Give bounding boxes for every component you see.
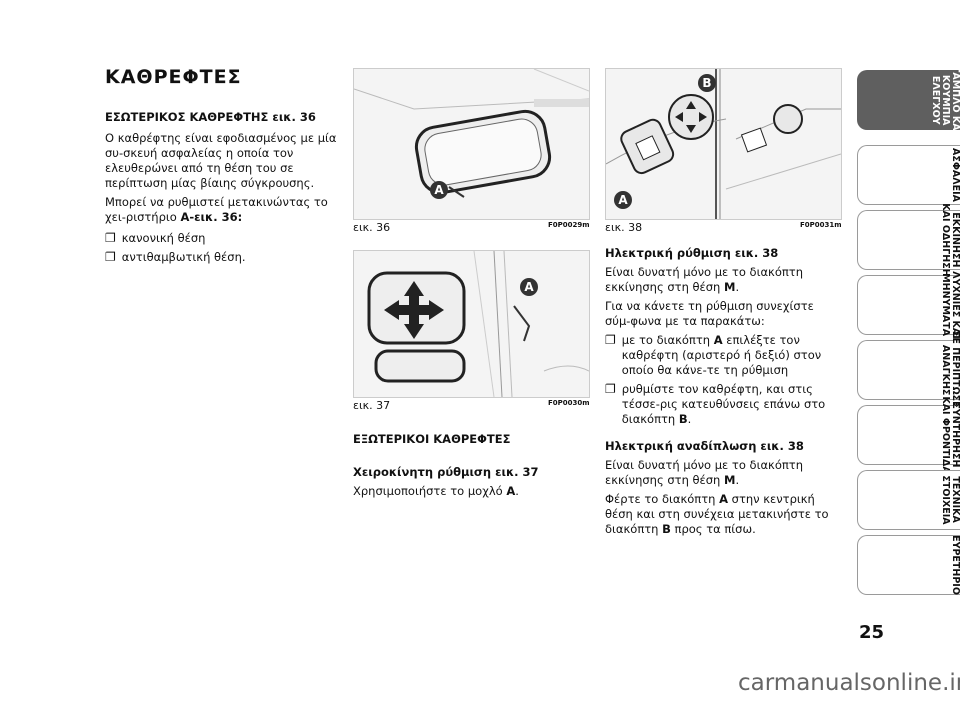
figure-38-caption: εικ. 38	[605, 221, 643, 234]
interior-paragraph-1: Ο καθρέφτης είναι εφοδιασμένος με μία συ…	[105, 131, 337, 190]
figure-36-code: F0P0029m	[548, 221, 590, 229]
label-a-badge: A	[430, 181, 448, 199]
tab-starting-driving[interactable]: ΕΚΚΙΝΗΣΗ ΚΑΙ ΟΔΗΓΗΣΗ	[857, 203, 960, 277]
electric-heading: Ηλεκτρική ρύθμιση εικ. 38	[605, 246, 779, 260]
label-b-badge: B	[698, 74, 716, 92]
tab-index[interactable]: ΕΥΡΕΤΗΡΙΟ	[857, 535, 960, 595]
figure-37-caption: εικ. 37	[353, 399, 391, 412]
tab-maintenance[interactable]: ΣΥΝΤΗΡΗΣΗ ΚΑΙ ΦΡΟΝΤΙΔΑ	[857, 396, 960, 474]
footer-watermark: carmanualsonline.info	[738, 670, 960, 696]
bullet-item: ❐αντιθαμβωτική θέση.	[105, 250, 246, 264]
figure-36-illustration	[353, 68, 590, 219]
tab-dashboard[interactable]: ΤΑΜΠΛΟ ΚΑΙ ΚΟΥΜΠΙΑ ΕΛΕΓΧΟΥ	[857, 66, 960, 134]
manual-text: Χρησιμοποιήστε το μοχλό A.	[353, 484, 519, 498]
bullet-item: ❐κανονική θέση	[105, 231, 206, 245]
fold-paragraph-2: Φέρτε το διακόπτη A στην κεντρική θέση κ…	[605, 492, 829, 536]
tab-technical-data[interactable]: ΤΕΧΝΙΚΑ ΣΤΟΙΧΕΙΑ	[857, 470, 960, 530]
electric-paragraph-1: Είναι δυνατή μόνο με το διακόπτη εκκίνησ…	[605, 265, 803, 294]
figure-36-caption: εικ. 36	[353, 221, 391, 234]
label-a-badge: A	[614, 191, 632, 209]
bullet-item: ❐ ρυθμίστε τον καθρέφτη, και στις τέσσε-…	[605, 382, 826, 426]
figure-38-illustration	[605, 69, 842, 219]
fold-paragraph-1: Είναι δυνατή μόνο με το διακόπτη εκκίνησ…	[605, 458, 803, 487]
figure-37-code: F0P0030m	[548, 399, 590, 407]
figure-36: A	[353, 68, 590, 220]
fold-heading: Ηλεκτρική αναδίπλωση εικ. 38	[605, 439, 804, 453]
page-title: ΚΑΘΡΕΦΤΕΣ	[105, 66, 242, 88]
interior-section: ΕΣΩΤΕΡΙΚΟΣ ΚΑΘΡΕΦΤΗΣ εικ. 36 Ο καθρέφτης…	[105, 110, 343, 265]
interior-heading: ΕΣΩΤΕΡΙΚΟΣ ΚΑΘΡΕΦΤΗΣ εικ. 36	[105, 110, 316, 124]
figure-37-illustration	[354, 250, 590, 398]
tab-safety[interactable]: ΑΣΦΑΛΕΙΑ	[857, 145, 960, 205]
tab-lights-messages[interactable]: ΛΥΧΝΙΕΣ ΚΑΙ ΜΗΝΥΜΑΤΑ	[857, 271, 960, 339]
figure-37: A	[353, 250, 590, 398]
figure-38: B A	[605, 68, 842, 220]
electric-section: Ηλεκτρική ρύθμιση εικ. 38 Είναι δυνατή μ…	[605, 246, 840, 537]
exterior-section: ΕΞΩΤΕΡΙΚΟΙ ΚΑΘΡΕΦΤΕΣ Χειροκίνητη ρύθμιση…	[353, 432, 588, 499]
tab-emergency[interactable]: ΣΕ ΠΕΡΙΠΤΩΣΗ ΑΝΑΓΚΗΣ	[857, 331, 960, 409]
figure-38-code: F0P0031m	[800, 221, 842, 229]
label-a-badge: A	[520, 278, 538, 296]
bullet-item: ❐ με το διακόπτη A επιλέξτε τον καθρέφτη…	[605, 333, 822, 377]
page-number: 25	[859, 622, 885, 643]
electric-paragraph-2: Για να κάνετε τη ρύθμιση συνεχίστε σύμ-φ…	[605, 299, 814, 328]
interior-paragraph-2: Μπορεί να ρυθμιστεί μετακινώντας το χει-…	[105, 195, 328, 224]
manual-heading: Χειροκίνητη ρύθμιση εικ. 37	[353, 465, 539, 479]
exterior-heading: ΕΞΩΤΕΡΙΚΟΙ ΚΑΘΡΕΦΤΕΣ	[353, 432, 511, 446]
